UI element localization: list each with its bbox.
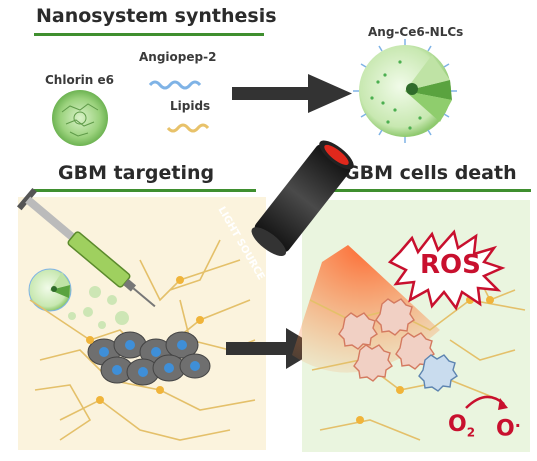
label-product: Ang-Ce6-NLCs [368,25,464,39]
neuron-network-icon [29,239,256,441]
syringe-icon [16,187,156,308]
targeting-underline [34,189,256,192]
synthesis-arrow [232,74,352,113]
label-lipids: Lipids [170,99,211,113]
oxygen-label: O2 [448,412,475,439]
label-angiopep: Angiopep-2 [139,50,217,64]
targeting-panel [18,197,266,450]
label-chlorin: Chlorin e6 [45,73,114,87]
peptide-strand-icon [148,80,202,90]
injected-nanocarrier-icon [28,268,72,312]
nanocarrier-icon [353,39,457,143]
dying-cells [338,298,458,392]
chlorin-particle-icon [52,90,108,146]
synthesis-underline [34,33,264,36]
ros-burst-icon [387,229,506,311]
lipid-strand-icon [166,123,210,133]
heading-targeting: GBM targeting [58,162,215,184]
radical-label: O. [496,412,521,441]
label-o2: O [448,412,467,437]
heading-death: GBM cells death [344,162,517,184]
label-ros: ROS [420,250,481,280]
label-o-rad-sup: . [514,412,521,431]
flashlight-icon [251,140,354,256]
death-underline [321,189,531,192]
label-o-rad: O [496,416,515,442]
tumor-cell-icon [87,331,211,386]
heading-synthesis: Nanosystem synthesis [36,5,277,27]
label-o2-sub: 2 [466,425,476,440]
nanoparticle-dots [68,286,129,329]
